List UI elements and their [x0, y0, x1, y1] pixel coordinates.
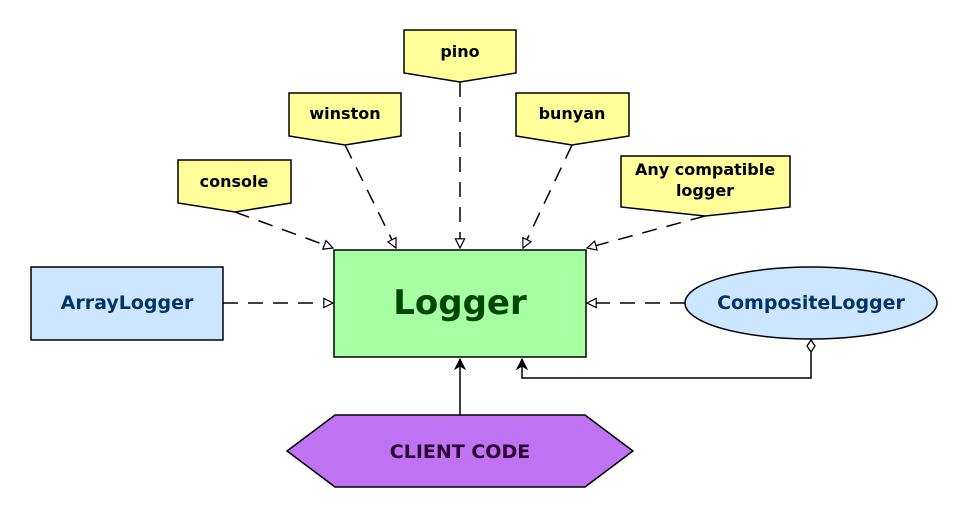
connectors: [223, 82, 811, 415]
logger-label-winston: winston: [309, 104, 380, 123]
logger-node-any-compatible: Any compatible logger: [620, 155, 791, 217]
arraylogger-node: ArrayLogger: [30, 266, 224, 341]
edge-compositelogger-aggregation: [522, 340, 811, 379]
logger-label-console: console: [200, 172, 269, 191]
logger-node-bunyan: bunyan: [515, 92, 630, 146]
logger-node-winston: winston: [288, 92, 402, 146]
edge-bunyan-logger: [523, 144, 573, 248]
logger-node-console: console: [177, 159, 292, 213]
logger-label-any-line-2: logger: [676, 181, 734, 200]
logger-node-pino: pino: [403, 29, 517, 83]
client-code-node: CLIENT CODE: [285, 414, 635, 488]
logger-title: Logger: [393, 283, 527, 323]
logger-label-pino: pino: [440, 42, 479, 61]
logger-node: Logger: [333, 249, 587, 358]
logger-label-bunyan: bunyan: [539, 104, 606, 123]
compositelogger-node: CompositeLogger: [684, 266, 938, 340]
edge-any-logger: [587, 215, 706, 248]
client-code-label: CLIENT CODE: [390, 441, 530, 463]
arraylogger-label: ArrayLogger: [61, 292, 194, 314]
logger-label-any-line-1: Any compatible: [635, 160, 775, 179]
edge-console-logger: [234, 211, 333, 248]
compositelogger-label: CompositeLogger: [717, 292, 905, 314]
edge-winston-logger: [344, 144, 397, 248]
